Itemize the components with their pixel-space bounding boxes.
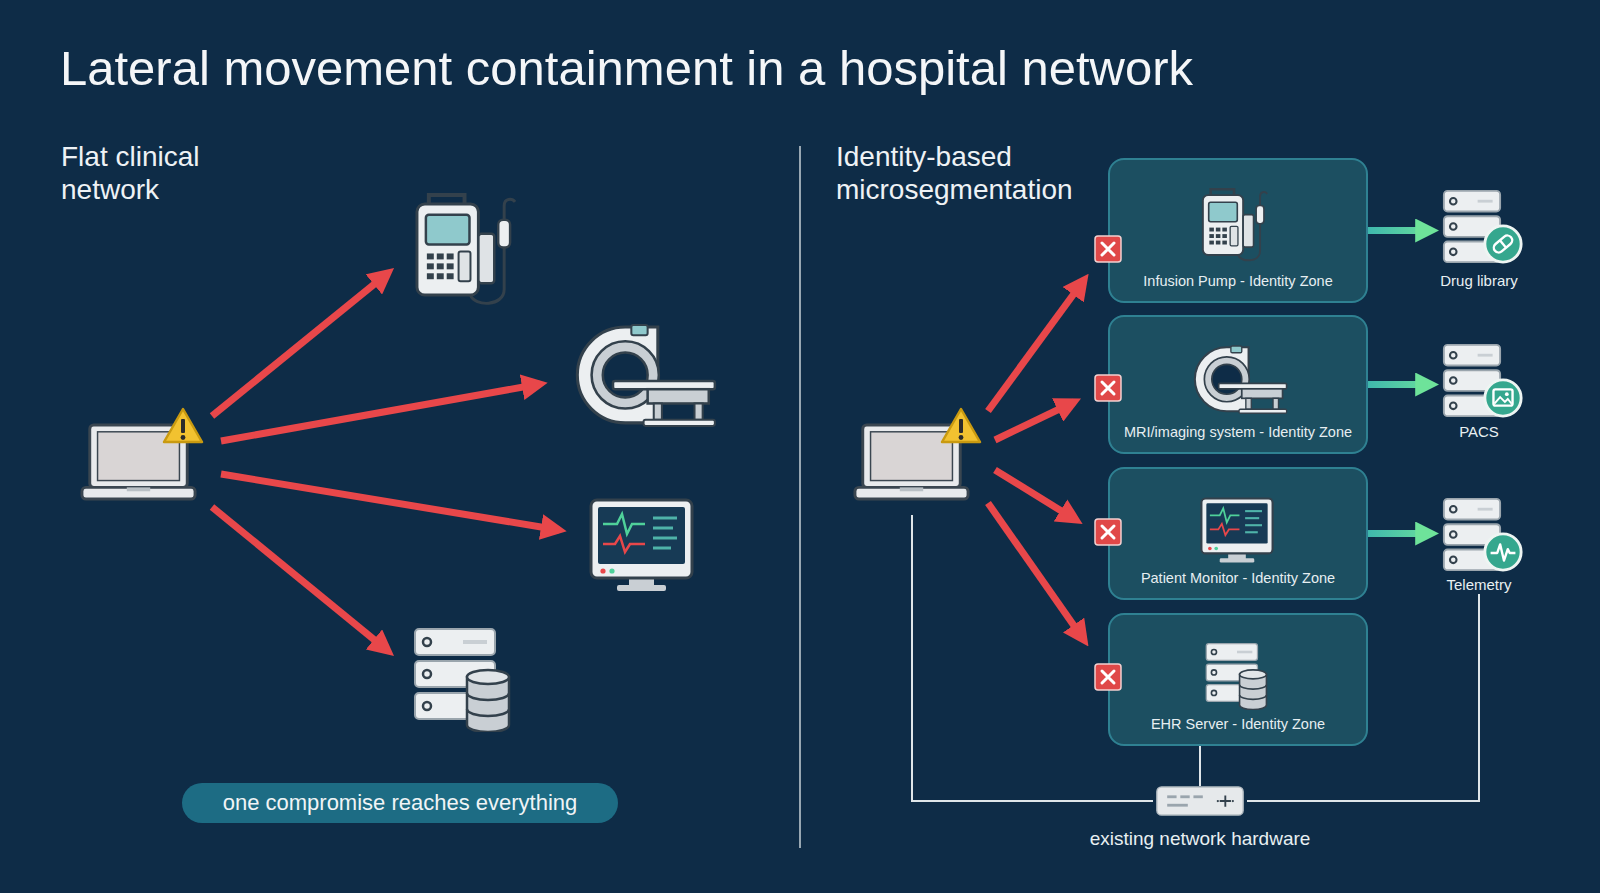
infusion-pump-icon — [417, 195, 515, 303]
attack-arrow — [212, 273, 388, 416]
attack-arrow — [995, 402, 1074, 440]
node-text: PACS — [1459, 423, 1499, 441]
network-link — [1247, 594, 1479, 801]
server-icon — [1444, 345, 1500, 416]
section-heading: Flat clinical network — [61, 140, 261, 206]
server-icon — [1444, 499, 1500, 570]
drug-badge — [1485, 226, 1521, 262]
node-text: MRI/imaging system - Identity Zone — [1124, 424, 1352, 441]
server-node: PACS — [1432, 340, 1526, 441]
monitor-icon — [1201, 498, 1272, 562]
attack-arrow — [988, 280, 1084, 411]
data-flow-arrow — [1368, 530, 1432, 537]
attack-arrow — [995, 470, 1076, 520]
server-icon — [1444, 191, 1500, 262]
switch-icon — [1157, 787, 1243, 815]
data-flow-arrow — [1368, 227, 1432, 234]
server-node: Telemetry — [1432, 494, 1526, 594]
ehr-server-icon — [415, 629, 509, 732]
data-flow-arrow — [1368, 381, 1432, 388]
monitor-icon — [591, 500, 692, 591]
node-text: Telemetry — [1446, 576, 1511, 594]
network-hardware: existing network hardware — [1153, 786, 1247, 816]
attack-arrow — [221, 474, 559, 530]
section-heading: Identity-based microsegmentation — [836, 140, 1106, 206]
server-node: Drug library — [1432, 186, 1526, 290]
node-text: existing network hardware — [1090, 828, 1311, 850]
compromised-laptop — [855, 425, 968, 499]
blocked-mark — [1095, 519, 1121, 545]
mri-icon — [1195, 346, 1287, 413]
diagram-title: Lateral movement containment in a hospit… — [60, 40, 1193, 96]
node-text: Drug library — [1440, 272, 1518, 290]
blocked-mark — [1095, 375, 1121, 401]
identity-zone: Infusion Pump - Identity Zone — [1108, 158, 1368, 303]
identity-zone: MRI/imaging system - Identity Zone — [1108, 315, 1368, 454]
identity-zone: Patient Monitor - Identity Zone — [1108, 467, 1368, 600]
node-text: EHR Server - Identity Zone — [1151, 716, 1325, 733]
attack-arrow — [212, 507, 388, 651]
node-text: Infusion Pump - Identity Zone — [1143, 273, 1332, 290]
divider-line — [799, 146, 801, 848]
network-link — [1199, 746, 1201, 786]
compromised-laptop — [82, 425, 195, 499]
infusion-pump-icon — [1203, 189, 1267, 260]
node-text: one compromise reaches everything — [223, 790, 578, 816]
ehr-server-icon — [1206, 644, 1266, 710]
mri-icon — [577, 325, 715, 426]
pulse-badge — [1485, 534, 1521, 570]
image-badge — [1485, 380, 1521, 416]
warning-icon — [942, 409, 980, 442]
warning-icon — [164, 409, 202, 442]
blocked-attack-arrows — [988, 280, 1084, 640]
blocked-mark — [1095, 236, 1121, 262]
attack-arrow — [988, 503, 1084, 640]
blocked-mark — [1095, 664, 1121, 690]
node-text: Patient Monitor - Identity Zone — [1141, 570, 1335, 587]
callout-pill: one compromise reaches everything — [182, 783, 618, 823]
attack-arrow — [221, 384, 540, 441]
flat-attack-arrows — [212, 273, 559, 651]
identity-zone: EHR Server - Identity Zone — [1108, 613, 1368, 746]
